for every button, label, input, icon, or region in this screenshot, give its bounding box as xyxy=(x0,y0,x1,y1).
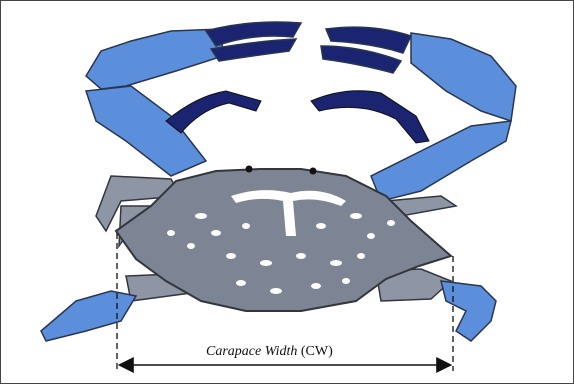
right-inner-appendage xyxy=(311,91,429,143)
carapace-width-caption: Carapace Width (CW) xyxy=(206,344,333,360)
right-eye xyxy=(310,168,317,175)
left-inner-appendage xyxy=(166,91,261,133)
caption-abbrev: (CW) xyxy=(301,344,333,359)
left-eye xyxy=(246,166,253,173)
right-cheliped xyxy=(321,27,516,201)
left-cheliped xyxy=(86,22,301,176)
caption-italic: Carapace Width xyxy=(206,344,297,359)
